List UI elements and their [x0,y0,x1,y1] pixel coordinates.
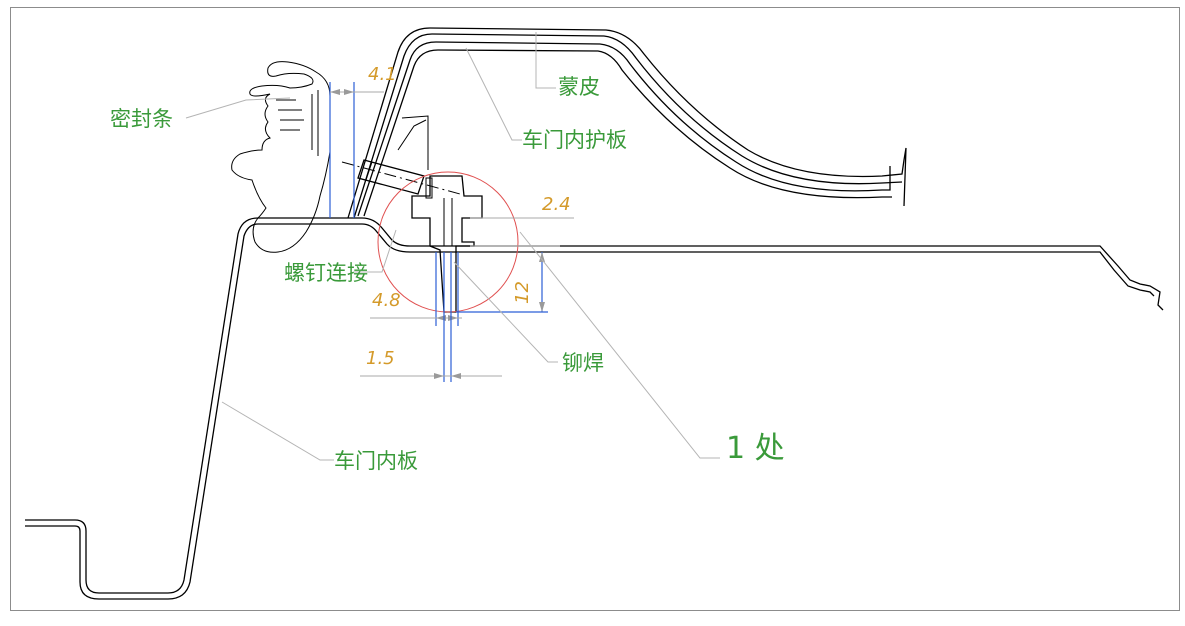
door-inner-panel [25,217,1164,600]
dim-rivet-width: 1.5 [366,348,395,369]
label-detail-callout: 1 处 [726,431,785,466]
dim-plate-thickness: 2.4 [542,194,571,215]
door-skin [347,27,907,219]
label-skin: 蒙皮 [558,75,600,99]
label-door-inner-panel: 车门内板 [334,449,418,473]
door-inner-trim [357,41,892,217]
dim-height: 12 [512,281,533,304]
detail-circle [377,171,519,313]
label-seal-strip: 密封条 [110,107,173,131]
rivet-bracket [411,175,483,313]
dim-width: 4.8 [372,290,401,311]
label-door-inner-trim: 车门内护板 [522,128,627,152]
dimension-lines [329,82,574,382]
dimension-texts: 4.1 2.4 12 4.8 1.5 [366,64,571,369]
screw [341,115,461,195]
seal-strip [231,61,331,253]
label-rivet-weld: 铆焊 [562,351,604,375]
drawing-frame [10,7,1180,611]
label-screw-connection: 螺钉连接 [284,261,368,285]
leader-lines [185,32,720,461]
dim-gap-top: 4.1 [368,64,397,85]
annotation-labels: 密封条 蒙皮 车门内护板 螺钉连接 铆焊 车门内板 1 处 [110,75,785,473]
